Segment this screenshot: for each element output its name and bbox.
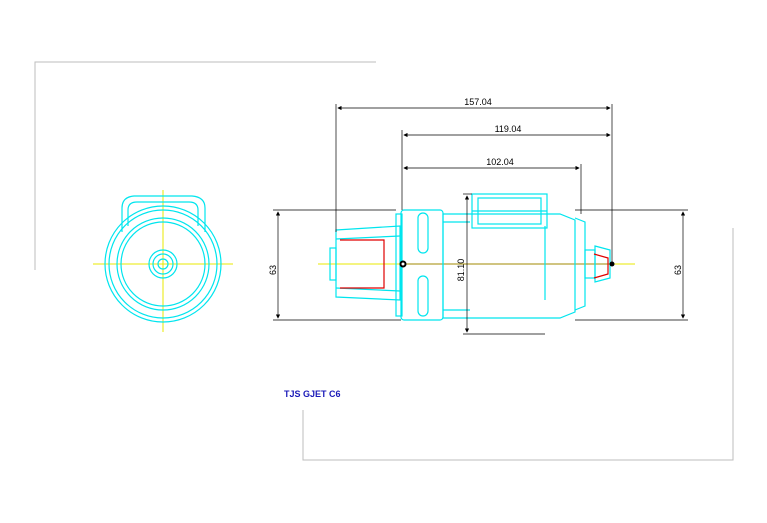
sheet-border [34, 61, 734, 461]
front-view [318, 193, 635, 321]
dim-overall-length: 157.04 [464, 97, 492, 107]
side-view [93, 190, 233, 332]
dim-length-mid: 119.04 [495, 124, 522, 134]
center-point-right [609, 261, 615, 267]
collar [400, 209, 444, 321]
tail-fitting [594, 245, 611, 283]
dimension-lines [273, 104, 688, 335]
dim-height-left: 63 [268, 265, 278, 275]
side-view-outer-circle [104, 205, 222, 323]
main-body [442, 213, 576, 319]
red-contours [340, 239, 609, 289]
dim-height-right: 63 [673, 265, 683, 275]
dim-diameter-body: 81.10 [456, 259, 466, 282]
drawing-title: TJS GJET C6 [284, 389, 341, 399]
dim-length-short: 102.04 [486, 157, 514, 167]
side-view-hub [148, 249, 178, 279]
side-view-handle [121, 195, 206, 232]
